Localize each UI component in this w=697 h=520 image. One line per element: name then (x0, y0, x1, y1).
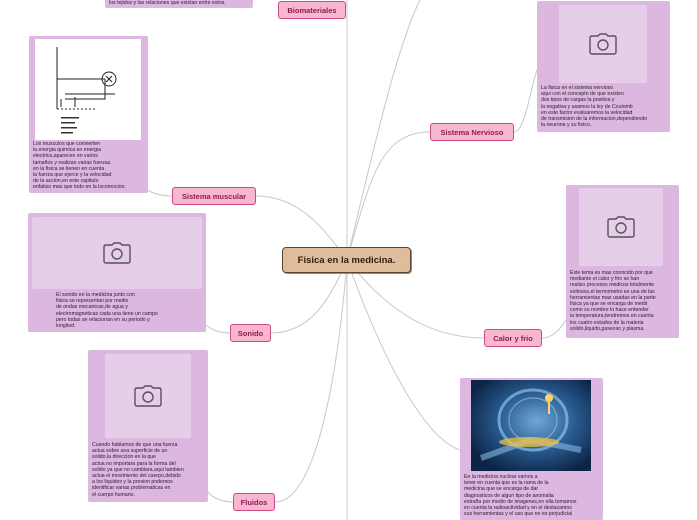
muscular-figure (35, 39, 141, 140)
central-topic[interactable]: Fisica en la medicina. (282, 247, 411, 273)
muscular-note-text: Los musculos que convierten la energia q… (33, 141, 126, 191)
topic-sonido[interactable]: Sonido (230, 324, 271, 342)
nuclear-note[interactable]: En la medicina nuclear vamos a tener en … (460, 378, 603, 520)
calor-image-placeholder (579, 188, 663, 266)
link-sonido-note (205, 324, 231, 334)
link-top-right (346, 0, 421, 261)
muscular-note[interactable]: Los musculos que convierten la energia q… (29, 36, 148, 193)
fluidos-note-text: Cuando hablamos de que una fuerza actua … (92, 442, 184, 498)
sonido-note-text: El sonido en la medicina junto con fisic… (56, 292, 158, 330)
camera-icon (134, 385, 162, 407)
topic-fluidos[interactable]: Fluidos (233, 493, 275, 511)
fluidos-image-placeholder (105, 354, 191, 438)
sonido-note[interactable]: El sonido en la medicina junto con fisic… (28, 213, 206, 332)
topic-biomateriales[interactable]: Biomateriales (278, 1, 346, 19)
body-scan-image (479, 388, 582, 461)
link-center-nuclear (346, 259, 461, 451)
nuclear-figure (471, 380, 591, 471)
nuclear-note-text: En la medicina nuclear vamos a tener en … (464, 474, 577, 518)
topic-sistema-muscular[interactable]: Sistema muscular (172, 187, 256, 205)
fluidos-note[interactable]: Cuando hablamos de que una fuerza actua … (88, 350, 208, 502)
sonido-image-placeholder (32, 217, 202, 289)
arm-lever-diagram (56, 47, 117, 134)
camera-icon (607, 216, 635, 238)
camera-icon (589, 33, 617, 55)
link-calor-note (541, 319, 567, 339)
biomateriales-note-text: los tejidos y las relaciones que existan… (109, 0, 226, 6)
camera-icon (103, 242, 131, 264)
nervioso-note[interactable]: La fisica en el sistema nervioso aqui co… (537, 1, 670, 132)
link-center-calor (346, 259, 485, 339)
link-fluidos-note (207, 491, 234, 503)
link-muscular-note (147, 189, 173, 197)
link-center-fluidos (274, 259, 348, 503)
calor-note-text: Este tema es mas conocido por que median… (570, 270, 656, 332)
biomateriales-note[interactable]: los tejidos y las relaciones que existan… (105, 0, 253, 8)
topic-calor-y-frio[interactable]: Calor y frio (484, 329, 542, 347)
link-nervioso-note (513, 69, 538, 133)
calor-note[interactable]: Este tema es mas conocido por que median… (566, 185, 679, 338)
nervioso-image-placeholder (559, 5, 647, 83)
nervioso-note-text: La fisica en el sistema nervioso aqui co… (541, 85, 648, 129)
link-center-nervioso (346, 131, 431, 261)
topic-sistema-nervioso[interactable]: Sistema Nervioso (430, 123, 514, 141)
